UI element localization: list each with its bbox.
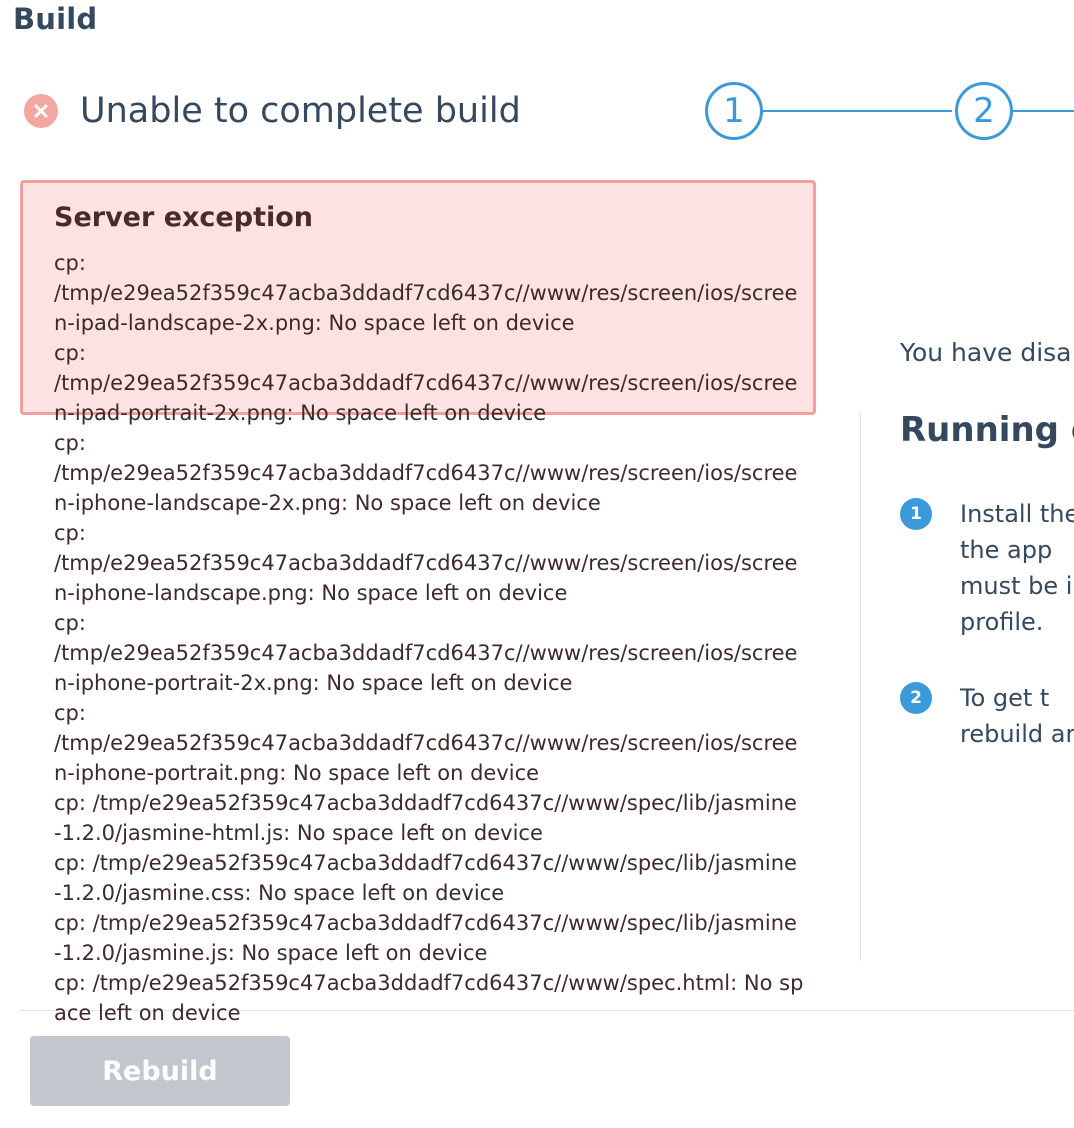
log-line: cp: /tmp/e29ea52f359c47acba3ddadf7cd6437… [54,791,797,845]
step-number-badge: 1 [900,498,932,530]
instruction-text: Install the the app must be i profile. [960,500,1074,636]
footer-divider [20,1010,1074,1011]
step-connector [1013,110,1074,112]
log-line: /tmp/e29ea52f359c47acba3ddadf7cd6437c//w… [54,641,798,695]
instruction-text: To get t rebuild ar [960,684,1074,748]
running-heading: Running o [900,410,1074,450]
build-status: Unable to complete build [24,88,521,134]
close-circle-icon [24,94,58,128]
disabled-notice: You have disa [900,338,1072,367]
instruction-step-1: 1 Install the the app must be i profile. [900,496,1074,640]
log-line: /tmp/e29ea52f359c47acba3ddadf7cd6437c//w… [54,281,798,335]
error-alert-box [20,180,816,415]
instruction-step-2: 2 To get t rebuild ar [900,680,1074,752]
x-mark-icon [34,104,48,118]
log-line: cp: [54,251,86,275]
step-2[interactable]: 2 [955,82,1013,140]
panel-divider [860,412,861,962]
log-line: cp: /tmp/e29ea52f359c47acba3ddadf7cd6437… [54,851,797,905]
log-line: cp: [54,341,86,365]
error-log: cp: /tmp/e29ea52f359c47acba3ddadf7cd6437… [54,248,804,1028]
log-line: /tmp/e29ea52f359c47acba3ddadf7cd6437c//w… [54,371,798,425]
log-line: /tmp/e29ea52f359c47acba3ddadf7cd6437c//w… [54,551,798,605]
page-title: Build [13,2,98,36]
build-status-text: Unable to complete build [80,91,521,131]
build-steps: 1 2 [705,80,1074,140]
step-connector [763,110,952,112]
log-line: /tmp/e29ea52f359c47acba3ddadf7cd6437c//w… [54,461,798,515]
log-line: cp: /tmp/e29ea52f359c47acba3ddadf7cd6437… [54,971,804,1025]
log-line: cp: [54,521,86,545]
log-line: cp: /tmp/e29ea52f359c47acba3ddadf7cd6437… [54,911,797,965]
log-line: cp: [54,431,86,455]
step-number-badge: 2 [900,682,932,714]
step-1[interactable]: 1 [705,82,763,140]
rebuild-button[interactable]: Rebuild [30,1036,290,1106]
log-line: cp: [54,701,86,725]
log-line: cp: [54,611,86,635]
error-heading: Server exception [54,202,314,233]
log-line: /tmp/e29ea52f359c47acba3ddadf7cd6437c//w… [54,731,798,785]
